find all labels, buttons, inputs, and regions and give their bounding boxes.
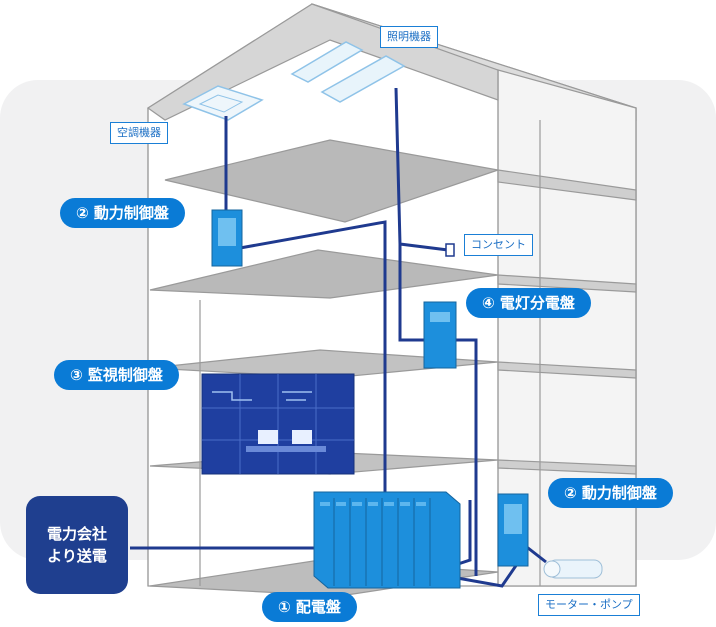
supplier-line-1: 電力会社 bbox=[46, 525, 107, 543]
supplier-line-2: より送電 bbox=[47, 547, 107, 565]
power-control-panel-lower-label: ② 動力制御盤 bbox=[548, 478, 673, 508]
wiring bbox=[130, 87, 547, 588]
aircon-label: 空調機器 bbox=[110, 122, 168, 144]
monitoring-control-panel-label: ③ 監視制御盤 bbox=[54, 360, 179, 390]
power-control-panel-upper-label: ② 動力制御盤 bbox=[60, 198, 185, 228]
aircon-unit bbox=[182, 85, 264, 121]
motor-pump-icon bbox=[543, 559, 603, 579]
lighting-fixtures bbox=[290, 41, 406, 103]
lighting-distribution-panel bbox=[423, 301, 457, 369]
power-control-panel-lower bbox=[497, 493, 529, 567]
lighting-distribution-panel-label: ④ 電灯分電盤 bbox=[466, 288, 591, 318]
power-control-panel-upper bbox=[211, 209, 243, 267]
outlet-icon bbox=[445, 243, 455, 257]
power-company-supply: 電力会社 より送電 bbox=[26, 496, 128, 594]
outlet-label: コンセント bbox=[464, 234, 533, 256]
lighting-label: 照明機器 bbox=[380, 26, 438, 48]
main-distribution-board-label: ① 配電盤 bbox=[262, 592, 357, 622]
motor-pump-label: モーター・ポンプ bbox=[538, 594, 640, 616]
building-structure bbox=[146, 3, 637, 597]
main-distribution-board bbox=[313, 491, 461, 589]
monitoring-control-panel bbox=[201, 373, 355, 475]
